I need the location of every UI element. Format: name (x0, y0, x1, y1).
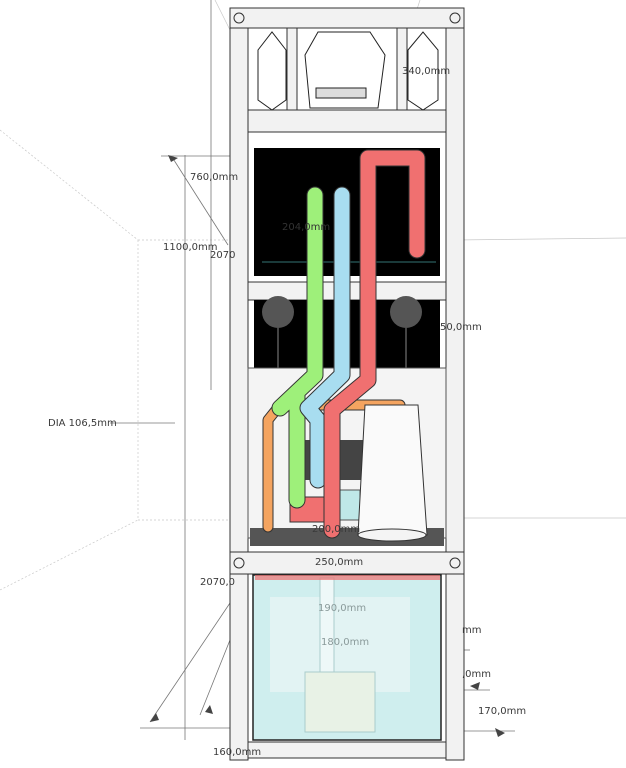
dimension-label: 204,0mm (282, 222, 331, 233)
dimension-label: 760,0mm (190, 172, 239, 183)
dimension-label: DIA 106,5mm (48, 418, 117, 429)
dimension-lines (110, 0, 515, 740)
dimension-label: 340,0mm (402, 66, 451, 77)
arrowhead (495, 728, 505, 737)
arrowhead (168, 155, 178, 162)
arrowhead (150, 713, 159, 722)
dimension-label: 200,0mm (312, 524, 361, 535)
dimension-label: 2070,0 (200, 577, 235, 588)
dimension-label: 50,0mm (440, 322, 482, 333)
dimension-label: ,0mm (462, 669, 492, 680)
dimension-label: 1100,0mm (163, 242, 218, 253)
dimension-label: 180,0mm (321, 637, 370, 648)
dimension-label: 170,0mm (478, 706, 527, 717)
dimension-label: mm (462, 625, 482, 636)
dimension-label: 250,0mm (315, 557, 364, 568)
fan-right (390, 296, 422, 328)
aluminum-frame (229, 7, 465, 761)
arrowhead (205, 705, 213, 714)
guide-lines (0, 0, 626, 591)
dimension-label: 2070 (210, 250, 236, 261)
pipes (262, 149, 426, 539)
arrowhead (470, 682, 480, 690)
fan-left (262, 296, 294, 328)
cone-vessel (357, 404, 428, 536)
dimension-label: 160,0mm (213, 747, 262, 758)
top-fittings (257, 31, 439, 111)
dimension-label: 190,0mm (318, 603, 367, 614)
